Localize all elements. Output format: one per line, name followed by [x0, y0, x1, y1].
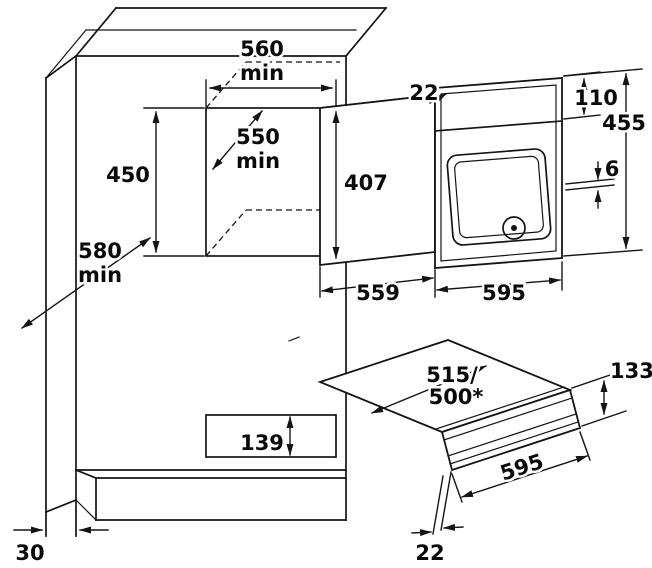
dim-label-559: 559: [356, 281, 400, 305]
dim-label-580-min: min: [78, 263, 122, 287]
dim-side-gap-6: 6: [565, 155, 622, 209]
dim-plinth-recess-30: 30: [13, 526, 109, 568]
compact-oven-drawing: [319, 77, 563, 269]
dim-label-560: 560: [240, 37, 284, 61]
oven-door-inner-frame: [440, 84, 557, 262]
dim-niche-depth-550: 550 min: [212, 110, 283, 176]
dim-label-407: 407: [344, 171, 388, 195]
center-mark: [288, 336, 300, 342]
drawer-front-panel-line-1: [443, 397, 573, 441]
dim-oven-top-gap-22: 22: [407, 79, 447, 108]
dim-label-580: 580: [78, 239, 122, 263]
dim-label-drawer-595: 595: [497, 449, 546, 485]
dim-label-560-min: min: [240, 61, 284, 85]
drawer-front-face: [440, 388, 582, 472]
dim-label-450: 450: [106, 163, 150, 187]
oven-knob-center: [511, 225, 517, 231]
dim-label-110: 110: [574, 86, 618, 110]
dim-label-6: 6: [605, 157, 620, 181]
dim-oven-body-depth-559: 559: [319, 266, 436, 308]
drawer-lid-seam: [435, 386, 565, 430]
dim-label-139: 139: [240, 431, 284, 455]
dim-niche-height-450: 450: [104, 107, 205, 257]
dim-label-550-min: min: [236, 149, 280, 173]
oven-control-knob: [502, 216, 526, 240]
dim-label-oven-22: 22: [409, 81, 438, 105]
dim-label-455: 455: [602, 111, 646, 135]
drawer-niche-opening: [205, 414, 337, 458]
dim-label-515: 515/: [426, 363, 478, 387]
dim-label-133: 133: [610, 359, 652, 383]
drawer-front-panel-line-2: [447, 413, 577, 457]
dim-drawer-depth-515-500: 515/ 500*: [371, 361, 487, 414]
dim-cabinet-depth-580: 580 min: [21, 237, 151, 329]
dim-label-500: 500*: [429, 385, 484, 409]
dim-niche-width-560: 560 min: [205, 35, 337, 107]
dim-oven-front-width-595: 595: [436, 261, 563, 308]
dim-drawer-height-133: 133: [571, 357, 652, 427]
dim-oven-front-height-455: 455: [563, 68, 648, 257]
dim-label-550: 550: [236, 125, 280, 149]
dim-drawer-niche-height-139: 139: [238, 416, 294, 458]
dim-control-panel-110: 110: [563, 71, 620, 120]
dim-drawer-bottom-gap-22: 22: [411, 471, 464, 568]
dim-label-oven-595: 595: [482, 281, 526, 305]
dim-oven-body-height-407: 407: [332, 111, 390, 259]
oven-control-panel-divider: [434, 120, 563, 132]
oven-door-face: [434, 77, 563, 269]
dim-label-30: 30: [15, 541, 44, 565]
oven-door-window: [446, 148, 552, 246]
dim-label-drawer-22: 22: [415, 541, 444, 565]
